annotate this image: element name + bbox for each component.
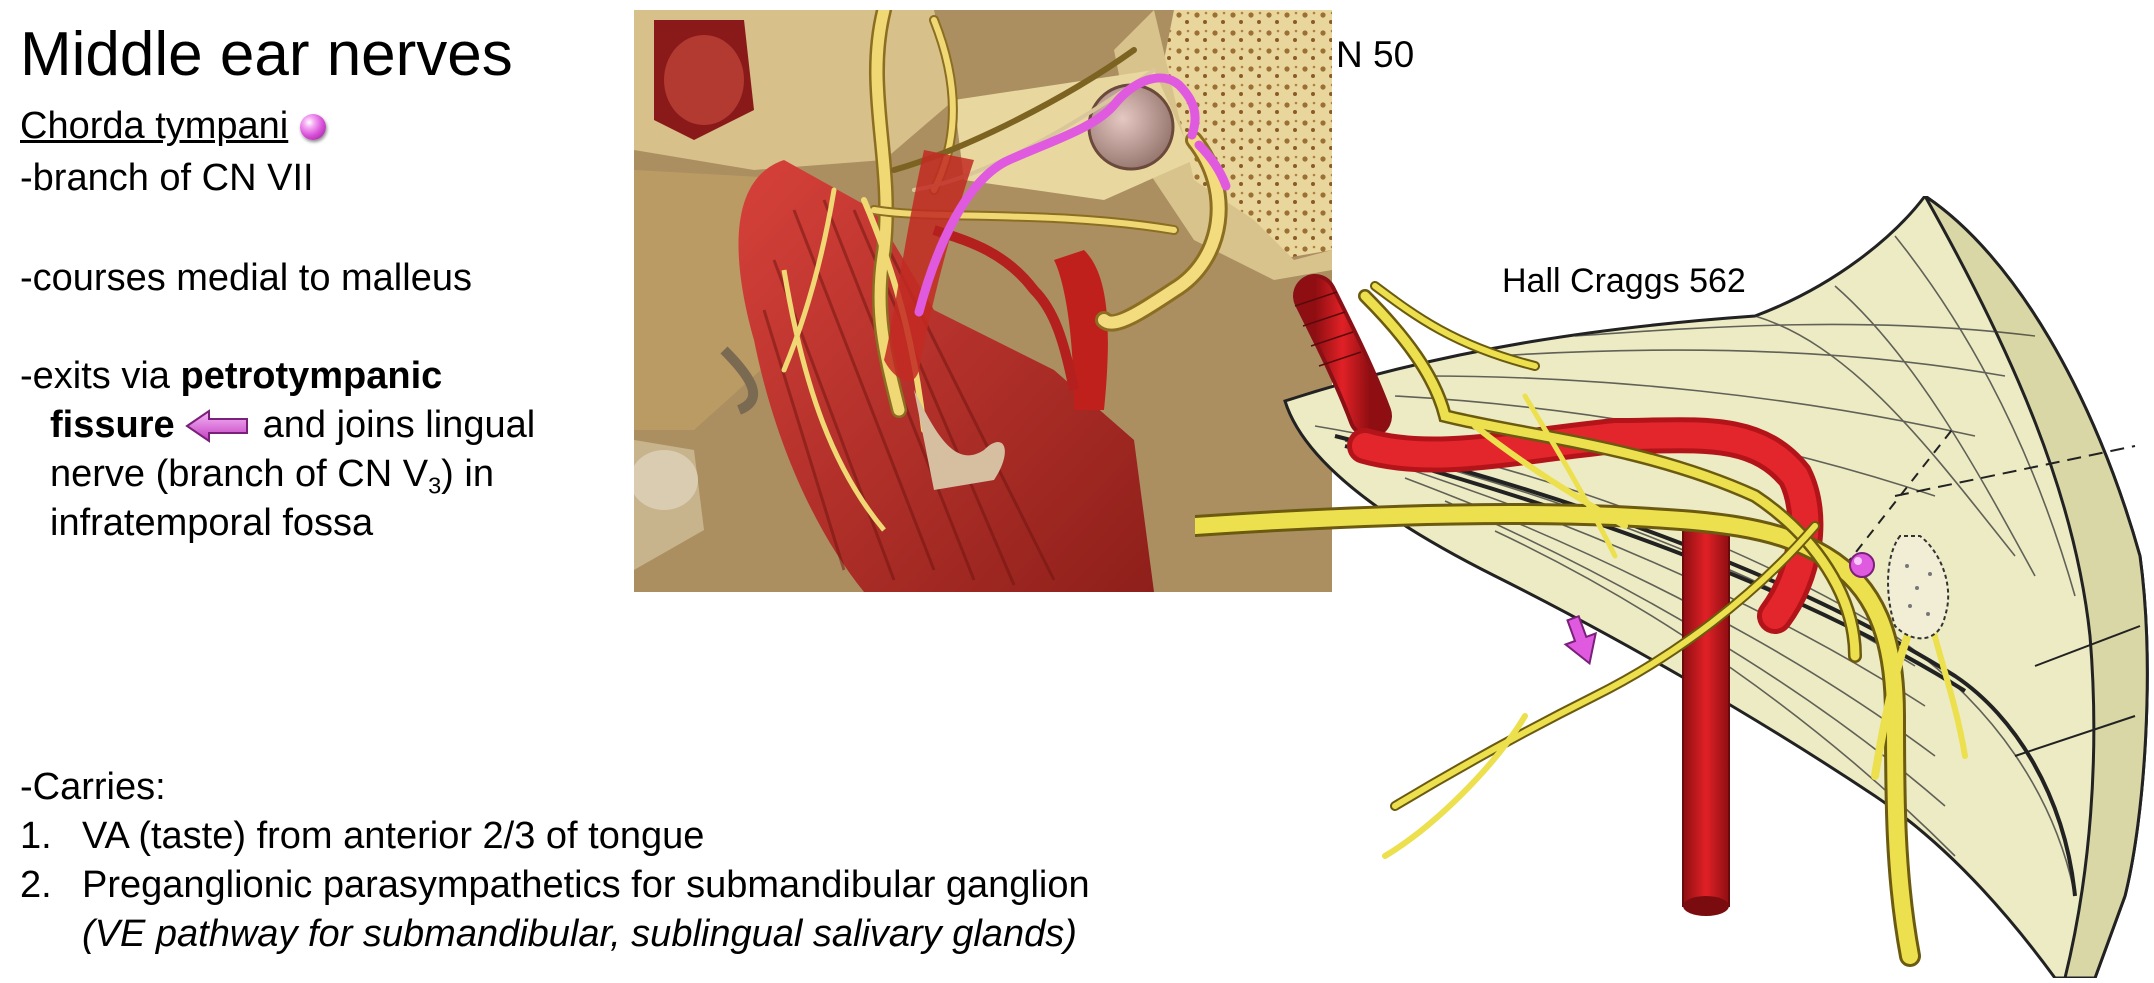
exits-prefix: -exits via bbox=[20, 355, 181, 397]
carries-heading: -Carries: bbox=[20, 766, 166, 808]
subtitle-chorda-tympani: Chorda tympani bbox=[20, 102, 327, 150]
middle-ear-illustration bbox=[630, 2, 1332, 592]
exits-line3-b: ) in bbox=[441, 453, 494, 495]
netter-reference: N 50 bbox=[1336, 34, 1415, 75]
list-item-text: Preganglionic parasympathetics for subma… bbox=[82, 864, 1090, 906]
subtitle-text: Chorda tympani bbox=[20, 105, 289, 147]
hall-craggs-reference: Hall Craggs 562 bbox=[1502, 262, 1746, 300]
pink-marker-dot-icon bbox=[300, 114, 327, 140]
bullet-exits-line2: fissure and joins lingual bbox=[50, 401, 535, 455]
exits-line3-a: nerve (branch of CN V bbox=[50, 453, 429, 495]
carries-note: (VE pathway for submandibular, sublingua… bbox=[82, 913, 1077, 955]
carries-item-2: 2. Preganglionic parasympathetics for sub… bbox=[20, 861, 1090, 909]
list-number: 2. bbox=[20, 864, 52, 906]
pink-left-arrow-icon bbox=[184, 407, 249, 455]
exits-after: and joins lingual bbox=[262, 404, 536, 446]
list-number: 1. bbox=[20, 815, 52, 857]
carries-item-1: 1. VA (taste) from anterior 2/3 of tongue bbox=[20, 812, 704, 860]
bullet-branch: -branch of CN VII bbox=[20, 157, 314, 199]
slide-title: Middle ear nerves bbox=[20, 20, 513, 89]
list-item-text: VA (taste) from anterior 2/3 of tongue bbox=[82, 815, 705, 857]
exits-bold-fissure: fissure bbox=[50, 404, 175, 446]
bullet-exits-line1: -exits via petrotympanic bbox=[20, 352, 442, 400]
bullet-exits-line3: nerve (branch of CN V3) in bbox=[50, 450, 494, 498]
exits-bold-petrotympanic: petrotympanic bbox=[180, 355, 443, 397]
bullet-courses: -courses medial to malleus bbox=[20, 257, 472, 299]
exits-line3-sub: 3 bbox=[428, 472, 442, 499]
bullet-exits-line4: infratemporal fossa bbox=[50, 502, 374, 544]
submandibular-region-illustration bbox=[1184, 193, 2154, 980]
